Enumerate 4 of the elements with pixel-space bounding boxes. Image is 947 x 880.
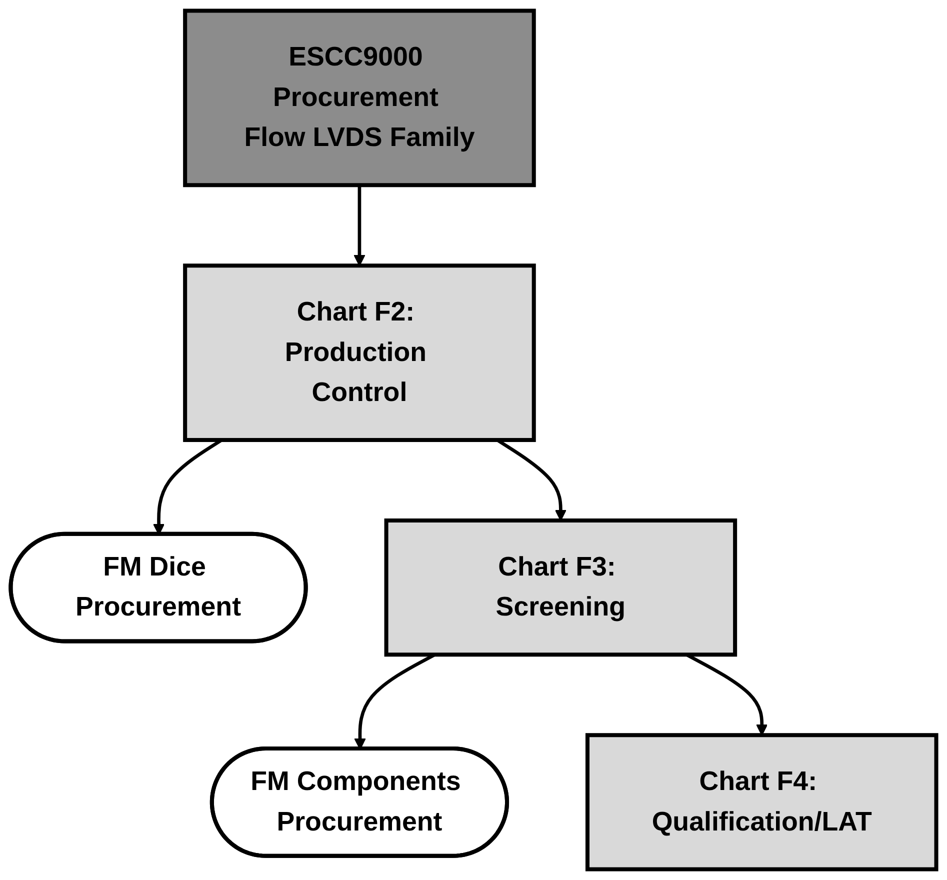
node-box: ESCC9000 Procurement Flow LVDS Family — [183, 8, 536, 188]
node-box: Chart F2: Production Control — [183, 264, 536, 442]
node-box: Chart F3: Screening — [384, 518, 738, 657]
node-box: Chart F4: Qualification/LAT — [585, 733, 938, 872]
